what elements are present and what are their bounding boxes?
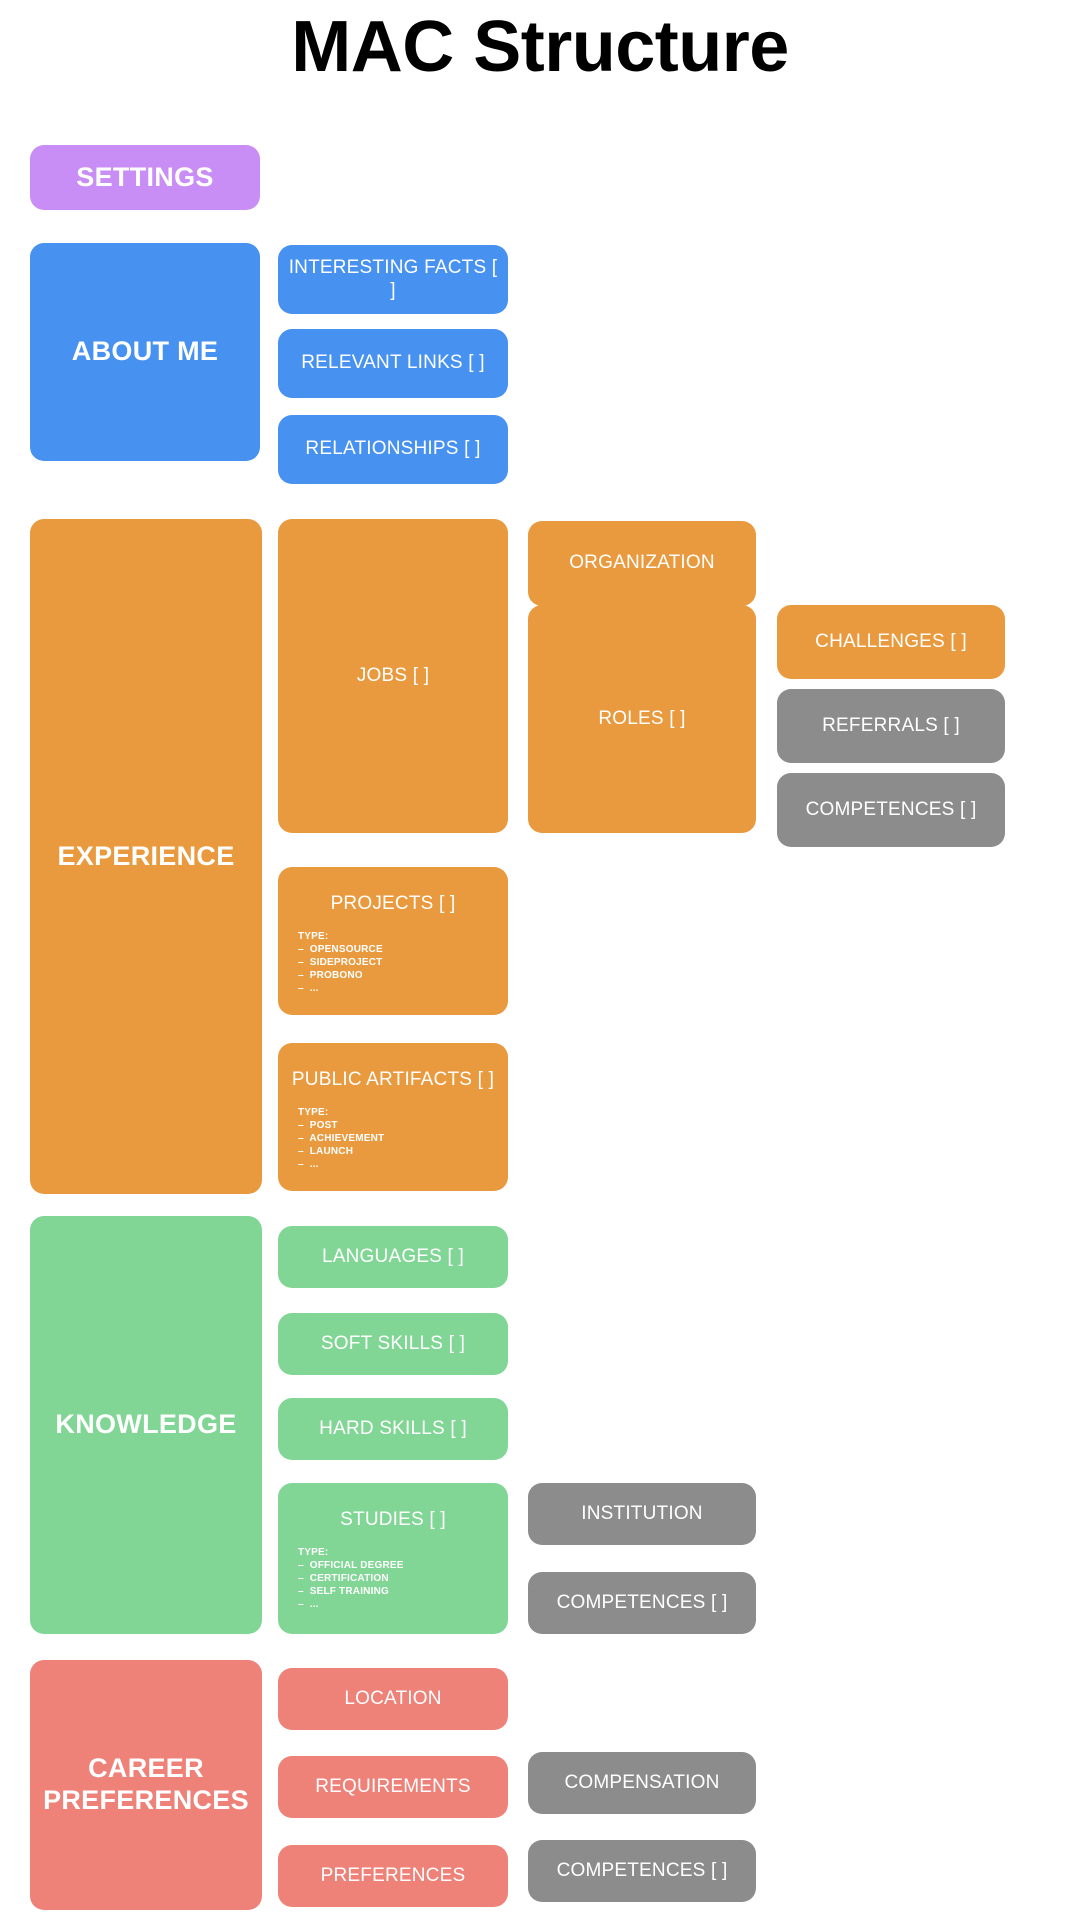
interesting-facts-block[interactable]: INTERESTING FACTS [ ] bbox=[278, 245, 508, 314]
languages-block[interactable]: LANGUAGES [ ] bbox=[278, 1226, 508, 1288]
projects-type-item: – OPENSOURCE bbox=[298, 944, 383, 956]
settings-block[interactable]: SETTINGS bbox=[30, 145, 260, 210]
knowledge-block[interactable]: KNOWLEDGE bbox=[30, 1216, 262, 1634]
studies-block[interactable]: STUDIES [ ] TYPE: – OFFICIAL DEGREE – CE… bbox=[278, 1483, 508, 1634]
interesting-facts-label: INTERESTING FACTS [ ] bbox=[288, 257, 498, 301]
experience-competences-label: COMPETENCES [ ] bbox=[805, 798, 977, 820]
location-block[interactable]: LOCATION bbox=[278, 1668, 508, 1730]
studies-type-item: – OFFICIAL DEGREE bbox=[298, 1560, 404, 1572]
projects-label: PROJECTS [ ] bbox=[330, 893, 456, 914]
requirements-label: REQUIREMENTS bbox=[315, 1775, 471, 1797]
jobs-label: JOBS [ ] bbox=[356, 664, 430, 686]
preferences-block[interactable]: PREFERENCES bbox=[278, 1845, 508, 1907]
experience-competences-block[interactable]: COMPETENCES [ ] bbox=[777, 773, 1005, 847]
preferences-label: PREFERENCES bbox=[320, 1864, 466, 1886]
career-competences-block[interactable]: COMPETENCES [ ] bbox=[528, 1840, 756, 1902]
studies-type-item: – CERTIFICATION bbox=[298, 1573, 389, 1584]
location-label: LOCATION bbox=[344, 1687, 442, 1709]
career-preferences-label: CAREER PREFERENCES bbox=[43, 1753, 249, 1815]
page-title: MAC Structure bbox=[291, 7, 789, 87]
knowledge-competences-block[interactable]: COMPETENCES [ ] bbox=[528, 1572, 756, 1634]
public-artifacts-block[interactable]: PUBLIC ARTIFACTS [ ] TYPE: – POST – ACHI… bbox=[278, 1043, 508, 1191]
public-artifacts-type-header: TYPE: bbox=[298, 1107, 329, 1119]
institution-label: INSTITUTION bbox=[581, 1502, 703, 1524]
about-me-label: ABOUT ME bbox=[71, 336, 219, 367]
projects-type-header: TYPE: bbox=[298, 931, 329, 943]
public-artifacts-type-item: – ... bbox=[298, 1158, 319, 1170]
referrals-label: REFERRALS [ ] bbox=[822, 714, 960, 736]
languages-label: LANGUAGES [ ] bbox=[322, 1245, 464, 1267]
roles-block[interactable]: ROLES [ ] bbox=[528, 605, 756, 833]
referrals-block[interactable]: REFERRALS [ ] bbox=[777, 689, 1005, 763]
projects-type-list: TYPE: – OPENSOURCE – SIDEPROJECT – PROBO… bbox=[278, 931, 508, 995]
public-artifacts-label: PUBLIC ARTIFACTS [ ] bbox=[291, 1069, 495, 1090]
challenges-block[interactable]: CHALLENGES [ ] bbox=[777, 605, 1005, 679]
knowledge-competences-label: COMPETENCES [ ] bbox=[556, 1591, 728, 1613]
projects-block[interactable]: PROJECTS [ ] TYPE: – OPENSOURCE – SIDEPR… bbox=[278, 867, 508, 1015]
studies-type-item: – SELF TRAINING bbox=[298, 1585, 389, 1597]
institution-block[interactable]: INSTITUTION bbox=[528, 1483, 756, 1545]
compensation-label: COMPENSATION bbox=[564, 1771, 720, 1793]
organization-block[interactable]: ORGANIZATION bbox=[528, 521, 756, 606]
about-me-block[interactable]: ABOUT ME bbox=[30, 243, 260, 461]
roles-label: ROLES [ ] bbox=[598, 707, 686, 729]
public-artifacts-type-list: TYPE: – POST – ACHIEVEMENT – LAUNCH – ..… bbox=[278, 1107, 508, 1171]
public-artifacts-type-item: – LAUNCH bbox=[298, 1145, 354, 1157]
requirements-block[interactable]: REQUIREMENTS bbox=[278, 1756, 508, 1818]
career-competences-label: COMPETENCES [ ] bbox=[556, 1859, 728, 1881]
relevant-links-label: RELEVANT LINKS [ ] bbox=[301, 352, 485, 374]
hard-skills-label: HARD SKILLS [ ] bbox=[319, 1417, 467, 1439]
settings-label: SETTINGS bbox=[76, 161, 214, 192]
hard-skills-block[interactable]: HARD SKILLS [ ] bbox=[278, 1398, 508, 1460]
knowledge-label: KNOWLEDGE bbox=[55, 1409, 237, 1440]
relevant-links-block[interactable]: RELEVANT LINKS [ ] bbox=[278, 329, 508, 398]
projects-type-item: – PROBONO bbox=[298, 969, 363, 981]
studies-type-header: TYPE: bbox=[298, 1547, 329, 1559]
studies-type-list: TYPE: – OFFICIAL DEGREE – CERTIFICATION … bbox=[278, 1547, 508, 1611]
public-artifacts-type-item: – ACHIEVEMENT bbox=[298, 1133, 385, 1144]
relationships-label: RELATIONSHIPS [ ] bbox=[305, 438, 481, 460]
career-preferences-block[interactable]: CAREER PREFERENCES bbox=[30, 1660, 262, 1910]
studies-label: STUDIES [ ] bbox=[340, 1509, 446, 1530]
relationships-block[interactable]: RELATIONSHIPS [ ] bbox=[278, 415, 508, 484]
jobs-block[interactable]: JOBS [ ] bbox=[278, 519, 508, 833]
projects-type-item: – ... bbox=[298, 982, 319, 994]
challenges-label: CHALLENGES [ ] bbox=[815, 630, 967, 652]
soft-skills-block[interactable]: SOFT SKILLS [ ] bbox=[278, 1313, 508, 1375]
public-artifacts-type-item: – POST bbox=[298, 1120, 338, 1132]
soft-skills-label: SOFT SKILLS [ ] bbox=[320, 1332, 466, 1354]
projects-type-item: – SIDEPROJECT bbox=[298, 957, 383, 968]
studies-type-item: – ... bbox=[298, 1598, 319, 1610]
experience-block[interactable]: EXPERIENCE bbox=[30, 519, 262, 1194]
organization-label: ORGANIZATION bbox=[569, 552, 715, 574]
experience-label: EXPERIENCE bbox=[57, 840, 235, 871]
compensation-block[interactable]: COMPENSATION bbox=[528, 1752, 756, 1814]
